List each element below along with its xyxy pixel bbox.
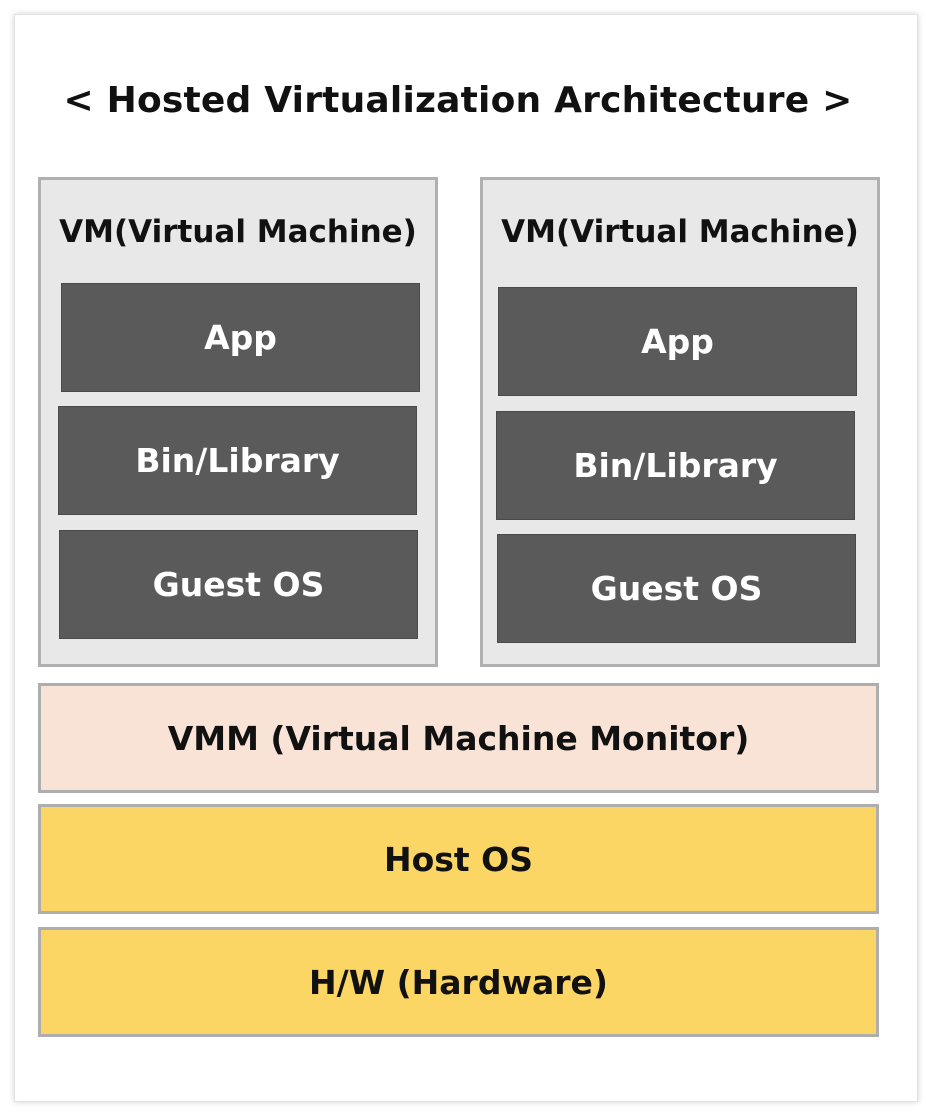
vm-2-bin-library-layer: Bin/Library: [496, 411, 855, 520]
host-os-layer: Host OS: [38, 804, 879, 914]
vm-label: VM(Virtual Machine): [59, 214, 417, 250]
vm-2-app-layer: App: [498, 287, 857, 396]
vm-label: VM(Virtual Machine): [501, 214, 859, 250]
vm-1-app-layer: App: [61, 283, 420, 392]
vm-1-bin-library-layer: Bin/Library: [58, 406, 417, 515]
vm-1-guest-os-layer: Guest OS: [59, 530, 418, 639]
vmm-layer: VMM (Virtual Machine Monitor): [38, 683, 879, 793]
vm-2-guest-os-layer: Guest OS: [497, 534, 856, 643]
diagram-title: < Hosted Virtualization Architecture >: [63, 80, 853, 121]
hardware-layer: H/W (Hardware): [38, 927, 879, 1037]
